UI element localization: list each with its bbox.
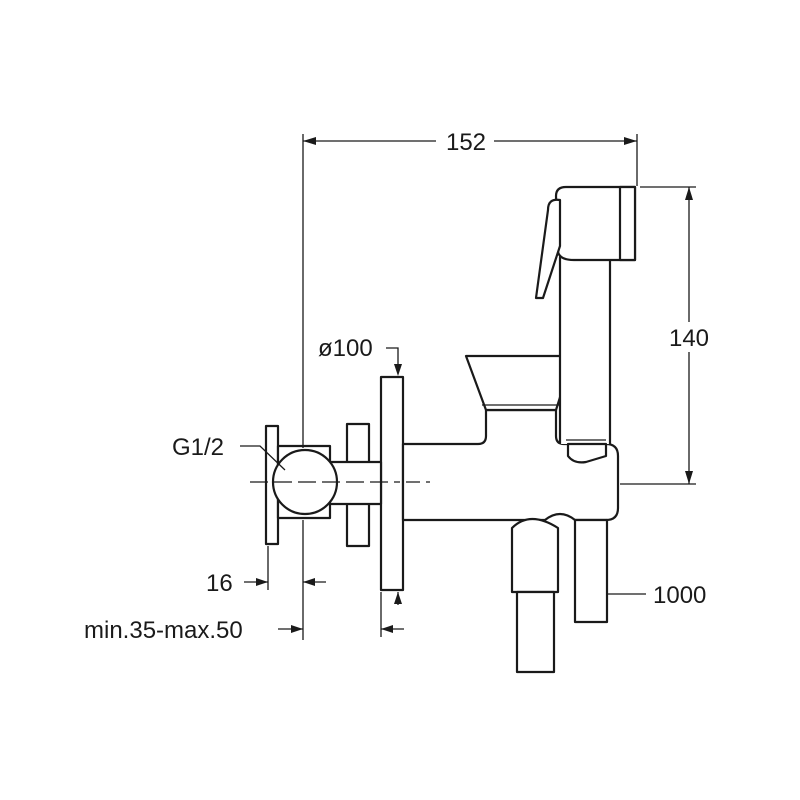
dim-16-arrow-left	[256, 578, 268, 586]
dim-wall-arrow-right	[381, 625, 393, 633]
dim-wall-label: min.35-max.50	[84, 617, 243, 644]
valve-body	[401, 408, 620, 522]
dim-100-arrow-top	[394, 364, 402, 376]
dimension-labels: 152 140 ø100 G1/2 16 min.35-max.50 1000	[84, 127, 718, 644]
product-outline	[250, 185, 637, 674]
dim-16-arrow-right	[303, 578, 315, 586]
dim-g12-leader	[240, 445, 286, 471]
dim-wall-arrow-left	[291, 625, 303, 633]
shutoff-knob	[464, 354, 575, 412]
dim-152-label-bg	[436, 127, 494, 155]
handshower-nozzle	[618, 185, 637, 262]
wall-flange	[379, 375, 405, 592]
dim-100-leader	[386, 347, 399, 370]
dim-16-label: 16	[206, 570, 233, 597]
dim-140-arrow-top	[685, 187, 693, 200]
dim-100-arrow-bottom	[394, 592, 402, 604]
dim-140-label-bg	[662, 322, 718, 352]
supply-elbow	[510, 517, 560, 594]
dim-g12-label: G1/2	[172, 434, 224, 461]
dim-140-arrow-bottom	[685, 471, 693, 484]
handshower-trigger	[534, 198, 562, 300]
holder-clip	[566, 442, 608, 464]
hose-pipe	[573, 518, 609, 624]
dim-152-arrow-right	[624, 137, 637, 145]
dim-152-arrow-left	[303, 137, 316, 145]
handshower-holder	[558, 250, 612, 444]
dim-1000-label: 1000	[653, 582, 706, 609]
dim-152-label: 152	[446, 129, 486, 156]
dim-140-label: 140	[669, 325, 709, 352]
supply-pipe	[515, 590, 556, 674]
dim-100-label: ø100	[318, 335, 373, 362]
